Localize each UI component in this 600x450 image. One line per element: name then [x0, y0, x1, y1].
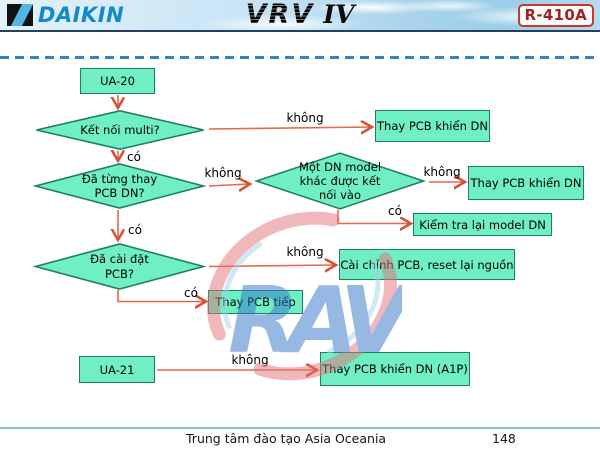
daikin-mark-icon [7, 4, 33, 26]
vrv-logo-text: VRV [245, 0, 315, 30]
node-replace-next: Thay PCB tiếp [208, 290, 303, 314]
vrv-logo: VRV IV [0, 0, 600, 33]
node-replace-pcb-1: Thay PCB khiển DN [375, 110, 490, 142]
node-replace-pcb-2: Thay PCB khiển DN [468, 166, 584, 200]
edge-label-no-4: không [286, 245, 324, 259]
header-banner: DAIKIN VRV IV R-410A [0, 0, 600, 32]
edge-label-yes-1: có [127, 150, 141, 164]
node-ua21: UA-21 [79, 356, 155, 383]
edge-label-yes-3: có [388, 204, 402, 218]
node-replaced-before-decision: Đã từng thay PCB DN? [32, 163, 207, 209]
footer-training-center: Trung tâm đào tạo Asia Oceania [186, 431, 387, 446]
node-other-model-decision: Một DN model khác được kết nối vào [253, 152, 427, 210]
node-multi-decision: Kết nối multi? [33, 110, 207, 150]
node-check-model: Kiểm tra lại model DN [413, 213, 552, 236]
daikin-logo-text: DAIKIN [38, 3, 125, 27]
node-replace-pcb-a1p: Thay PCB khiển DN (A1P) [320, 352, 470, 386]
vrv-generation-text: IV [323, 0, 355, 29]
edge-label-yes-4: có [184, 286, 198, 300]
arrow-multi-no [208, 127, 371, 129]
node-installed-decision: Đã cài đặt PCB? [32, 243, 207, 290]
refrigerant-badge: R-410A [517, 4, 594, 27]
other-model-label: Một DN model khác được kết nối vào [298, 159, 382, 202]
edge-label-no-5: không [231, 353, 269, 367]
page-number: 148 [492, 431, 516, 446]
arrow-installed-no [208, 265, 335, 267]
footer-divider [0, 427, 600, 429]
dashed-separator [0, 56, 600, 59]
arrow-installed-yes [117, 290, 205, 302]
node-ua20: UA-20 [80, 68, 155, 94]
installed-label: Đã cài đặt PCB? [90, 252, 149, 281]
edge-label-no-3: không [423, 165, 461, 179]
multi-decision-label: Kết nối multi? [80, 122, 160, 137]
arrow-replaced-no [208, 184, 249, 186]
edge-label-yes-2: có [128, 223, 142, 237]
replaced-before-label: Đã từng thay PCB DN? [81, 171, 158, 200]
edge-label-no-1: không [286, 111, 324, 125]
edge-label-no-2: không [204, 166, 242, 180]
daikin-logo: DAIKIN [7, 3, 124, 27]
node-adjust-reset: Cài chỉnh PCB, reset lại nguồn [339, 249, 515, 280]
